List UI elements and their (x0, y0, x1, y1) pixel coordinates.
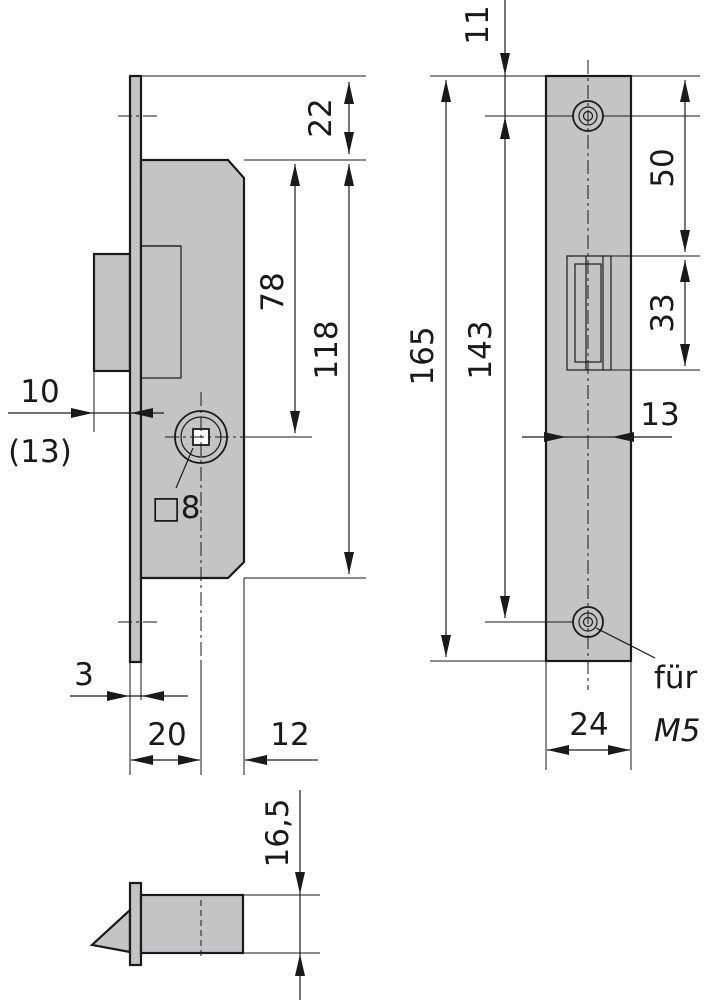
dim-50-label: 50 (645, 148, 681, 187)
lock-body-drawing (92, 74, 246, 664)
dim-13-label: 13 (640, 397, 679, 433)
dim-3-label: 3 (74, 657, 94, 693)
dim-22-label: 22 (303, 98, 339, 137)
lock-dimension-lines (8, 82, 354, 765)
dim-11-label: 11 (460, 5, 496, 44)
lock-extension-lines (93, 75, 366, 775)
dim-square8-label: □8 (151, 490, 200, 526)
screw-note-line2: M5 (654, 713, 700, 749)
dimension-labels: 22 78 118 10 (13) □8 3 20 12 16,5 11 165… (8, 5, 700, 867)
latch-drawing (89, 790, 320, 1000)
dim-143-label: 143 (463, 320, 499, 379)
dim-24-label: 24 (569, 707, 608, 743)
dim-12-label: 12 (270, 717, 309, 753)
dim-165-label: 165 (405, 326, 441, 385)
lock-case (139, 158, 246, 580)
dim-78-label: 78 (255, 272, 291, 311)
dim-13-alt-label: (13) (8, 434, 72, 470)
latch-flange (128, 881, 143, 967)
strike-plate-drawing (544, 60, 656, 690)
strike-extension-lines (430, 75, 700, 770)
dim-118-label: 118 (309, 320, 345, 379)
dim-16-5-label: 16,5 (260, 798, 296, 867)
dim-10-label: 10 (20, 374, 59, 410)
faceplate (128, 74, 143, 664)
dim-20-label: 20 (147, 717, 186, 753)
latch-body (139, 893, 245, 955)
latch-bolt (92, 252, 132, 373)
dim-33-label: 33 (645, 293, 681, 332)
screw-note-line1: für (654, 660, 698, 696)
latch-wedge (89, 907, 132, 954)
strike-dimension-lines (441, 0, 690, 755)
